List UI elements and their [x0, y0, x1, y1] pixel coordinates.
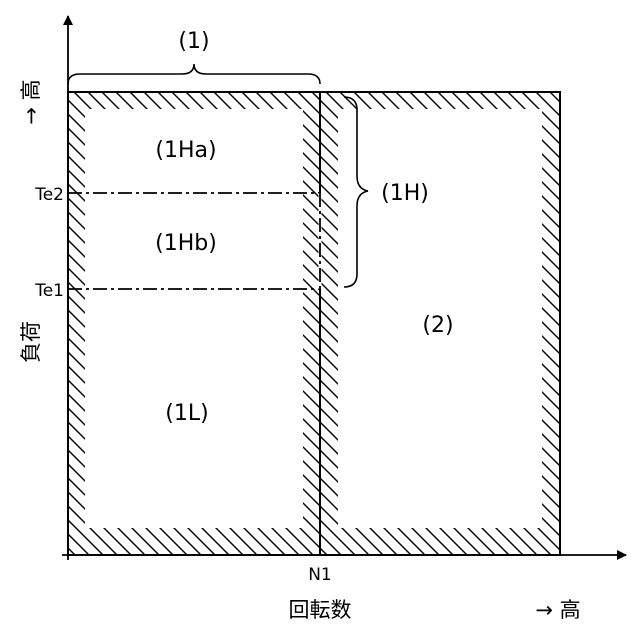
- group-1-brace: [68, 64, 320, 84]
- hatch-line: [588, 60, 640, 620]
- group-1-label: (1): [178, 29, 209, 54]
- hatch-line: [602, 60, 640, 620]
- hatch-line: [630, 60, 640, 620]
- region-2-label: (2): [422, 313, 453, 338]
- hatch-line: [532, 60, 640, 620]
- region-1hb-label: (1Hb): [155, 231, 217, 256]
- y-axis-direction-label: → 高: [19, 79, 43, 124]
- x-axis-label: 回転数: [289, 598, 352, 622]
- hatch-line: [574, 60, 640, 620]
- x-axis-direction-label: → 高: [535, 598, 580, 622]
- n1-tick-label: N1: [308, 565, 332, 585]
- group-1h-label: (1H): [381, 181, 429, 206]
- region-1ha-label: (1Ha): [155, 138, 216, 163]
- region-1l-label: (1L): [165, 401, 208, 426]
- te2-tick-label: Te2: [34, 185, 64, 205]
- y-axis-label: 負荷: [19, 321, 43, 363]
- hatch-line: [0, 60, 14, 620]
- te1-tick-label: Te1: [34, 281, 64, 301]
- hatch-line: [616, 60, 640, 620]
- region-1-interior: [85, 109, 303, 528]
- hatch-line: [560, 60, 640, 620]
